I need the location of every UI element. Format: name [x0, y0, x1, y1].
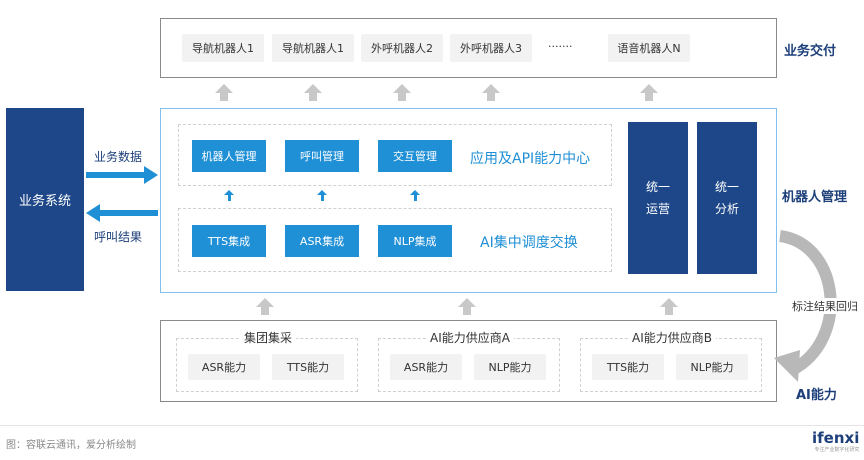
ai-exchange-title: AI集中调度交换: [480, 235, 578, 251]
unified-analysis-block: 统一 分析: [697, 122, 757, 274]
unified-analysis-line1: 统一: [714, 180, 739, 194]
call-manage-button: 呼叫管理: [285, 140, 359, 172]
nlp-capability-chip: NLP能力: [676, 354, 748, 380]
source-caption: 图：容联云通讯，爱分析绘制: [6, 440, 136, 451]
right-arrow-icon: [86, 166, 158, 184]
robot-chip-3: 外呼机器人2: [361, 34, 443, 62]
nlp-capability-chip: NLP能力: [474, 354, 546, 380]
interaction-manage-button: 交互管理: [378, 140, 452, 172]
robot-chip-n: 语音机器人N: [608, 34, 690, 62]
robot-manage-button: 机器人管理: [192, 140, 266, 172]
tts-capability-chip: TTS能力: [272, 354, 344, 380]
up-arrow-icon: [660, 298, 678, 315]
business-delivery-label: 业务交付: [784, 44, 837, 59]
up-arrow-icon: [215, 84, 233, 101]
left-arrow-icon: [86, 204, 158, 222]
unified-analysis-line2: 分析: [714, 202, 739, 216]
brand-subtitle: 专注产业数字化研究: [814, 447, 860, 453]
ai-capability-label: AI能力: [796, 388, 837, 403]
app-center-frame: [178, 124, 612, 186]
up-arrow-icon: [224, 190, 234, 201]
asr-integration-button: ASR集成: [285, 225, 359, 257]
ellipsis-text: ·······: [548, 40, 573, 53]
brand-name: ifenxi: [812, 429, 860, 447]
robot-chip-1: 导航机器人1: [182, 34, 264, 62]
brand-logo: ifenxi 专注产业数字化研究: [812, 430, 859, 454]
up-arrow-icon: [640, 84, 658, 101]
robot-management-label: 机器人管理: [782, 190, 848, 205]
asr-capability-chip: ASR能力: [188, 354, 260, 380]
robot-chip-4: 外呼机器人3: [450, 34, 532, 62]
unified-ops-line2: 运营: [645, 202, 670, 216]
up-arrow-icon: [317, 190, 327, 201]
call-result-label: 呼叫结果: [94, 230, 143, 244]
ai-exchange-frame: [178, 208, 612, 272]
app-center-title: 应用及API能力中心: [470, 151, 591, 167]
up-arrow-icon: [304, 84, 322, 101]
robot-chip-2: 导航机器人1: [272, 34, 354, 62]
up-arrow-icon: [410, 190, 420, 201]
business-system-block: 业务系统: [6, 108, 84, 291]
unified-ops-line1: 统一: [645, 180, 670, 194]
up-arrow-icon: [482, 84, 500, 101]
vendor-b-title: AI能力供应商B: [628, 329, 716, 346]
feedback-label: 标注结果回归: [790, 298, 860, 314]
up-arrow-icon: [393, 84, 411, 101]
vendor-a-title: AI能力供应商A: [426, 329, 514, 346]
curved-feedback-arrow-icon: [774, 230, 837, 382]
business-system-label: 业务系统: [18, 194, 71, 209]
footer-divider: [0, 425, 864, 426]
tts-capability-chip: TTS能力: [592, 354, 664, 380]
up-arrow-icon: [458, 298, 476, 315]
group-procurement-title: 集团集采: [240, 329, 297, 346]
business-data-label: 业务数据: [94, 150, 143, 164]
up-arrow-icon: [256, 298, 274, 315]
tts-integration-button: TTS集成: [192, 225, 266, 257]
asr-capability-chip: ASR能力: [390, 354, 462, 380]
unified-ops-block: 统一 运营: [628, 122, 688, 274]
nlp-integration-button: NLP集成: [378, 225, 452, 257]
